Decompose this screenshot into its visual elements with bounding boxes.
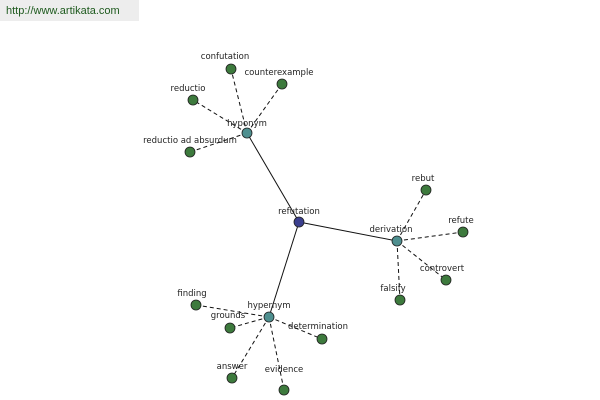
leaf-label: confutation [201,52,249,62]
leaf-label: grounds [211,311,246,321]
leaf-node[interactable] [278,384,290,396]
dashed-edge [396,240,401,301]
leaf-label: rebut [412,174,435,184]
dashed-edge [396,240,447,281]
leaf-label: finding [177,289,206,299]
relation-node-derivation[interactable] [391,235,403,247]
relation-label-derivation: derivation [369,225,412,235]
center-node[interactable] [293,216,305,228]
relation-node-hyponym[interactable] [241,127,253,139]
leaf-node[interactable] [457,226,469,238]
leaf-label: counterexample [244,68,313,78]
labels-layer: refutation hyponym derivation hypernym c… [143,52,474,375]
url-banner: http://www.artikata.com [0,0,139,21]
dashed-edge [268,316,323,340]
dashed-edge [189,132,248,153]
dashed-edge [230,68,248,134]
leaf-node[interactable] [316,333,328,345]
solid-edge-derivation [298,221,398,242]
leaf-label: evidence [265,365,304,375]
leaf-node[interactable] [224,322,236,334]
leaf-label: reductio ad absurdum [143,136,237,146]
leaf-node[interactable] [440,274,452,286]
dashed-edge [268,316,285,391]
leaf-label: falsify [380,284,405,294]
leaf-label: reductio [171,84,206,94]
edges-layer [189,68,464,391]
center-label: refutation [278,207,320,217]
leaf-node[interactable] [226,372,238,384]
dashed-edge [231,316,270,379]
leaf-node[interactable] [276,78,288,90]
dashed-edge [396,189,427,242]
dashed-edge [195,304,270,318]
leaf-node[interactable] [225,63,237,75]
leaf-label: refute [448,216,473,226]
dashed-edge [192,99,248,134]
leaf-label: determination [288,322,348,332]
url-text[interactable]: http://www.artikata.com [6,5,120,17]
dashed-edge [246,83,283,134]
relation-label-hypernym: hypernym [247,301,290,311]
relation-node-hypernym[interactable] [263,311,275,323]
solid-edge-hyponym [246,132,300,223]
leaf-node[interactable] [190,299,202,311]
solid-edge-hypernym [268,221,300,318]
leaf-node[interactable] [184,146,196,158]
leaf-node[interactable] [394,294,406,306]
nodes-layer [184,63,469,396]
leaf-node[interactable] [420,184,432,196]
leaf-node[interactable] [187,94,199,106]
leaf-label: controvert [420,264,465,274]
leaf-label: answer [217,362,248,372]
relation-label-hyponym: hyponym [227,119,267,129]
